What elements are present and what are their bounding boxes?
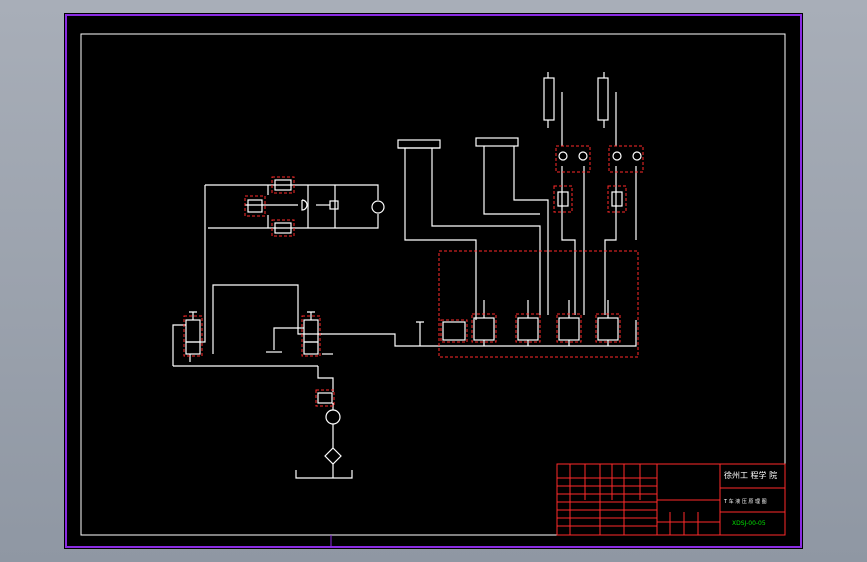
drawing-paper	[64, 13, 803, 549]
title-block	[556, 463, 786, 536]
outer-sheet-border	[65, 14, 802, 548]
drawing-title: T 车 液 压 原 理 图	[723, 498, 767, 505]
schematic-lines	[172, 72, 642, 479]
inner-frame-border	[80, 33, 786, 536]
selection-highlights	[183, 145, 644, 407]
valve-bank-highlight	[438, 250, 639, 358]
drawing-number: XDSJ-00-05	[732, 520, 766, 527]
school-name: 徐州工 程学 院	[724, 470, 777, 480]
pressure-gauge-1	[371, 200, 385, 214]
